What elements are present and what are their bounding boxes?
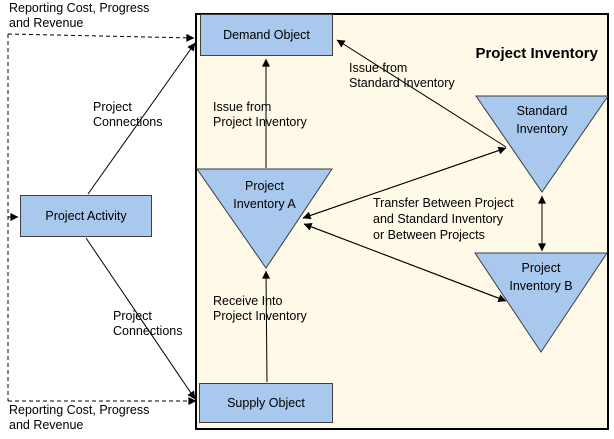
receive-into-project-inventory-label: Receive Into Project Inventory — [213, 294, 307, 324]
reporting-top-label: Reporting Cost, Progress and Revenue — [9, 1, 149, 31]
issue-si-line2: Standard Inventory — [349, 76, 455, 90]
reporting-bottom-line2: and Revenue — [9, 418, 84, 432]
supply-object-label: Supply Object — [227, 396, 305, 410]
connections-top-line1: Project — [93, 100, 132, 114]
project-inventory-b-line2: Inventory B — [509, 279, 573, 293]
issue-from-project-inventory-label: Issue from Project Inventory — [213, 100, 307, 130]
reporting-top-line1: Reporting Cost, Progress — [9, 1, 150, 15]
transfer-line2: and Standard Inventory — [373, 212, 503, 226]
standard-inventory-line2: Inventory — [516, 122, 568, 136]
project-activity-node: Project Activity — [20, 195, 152, 237]
connections-bottom-line2: Connections — [113, 324, 183, 338]
project-activity-label: Project Activity — [45, 209, 127, 223]
project-inventory-a-line1: Project — [245, 179, 284, 193]
issue-pi-line1: Issue from — [213, 100, 272, 114]
project-inventory-a-label: Project Inventory A — [197, 177, 332, 213]
receive-line2: Project Inventory — [213, 309, 307, 323]
demand-object-label: Demand Object — [223, 28, 310, 42]
project-inventory-b-line1: Project — [521, 261, 561, 275]
project-connections-bottom-label: Project Connections — [113, 309, 183, 339]
project-inventory-b-label: Project Inventory B — [475, 259, 607, 295]
supply-object-node: Supply Object — [199, 383, 333, 423]
project-connections-top-label: Project Connections — [93, 100, 163, 130]
dashed-reporting-top-line — [7, 33, 195, 42]
receive-line1: Receive Into — [213, 294, 283, 308]
issue-si-line1: Issue from — [349, 61, 408, 75]
connections-top-line2: Connections — [93, 115, 163, 129]
reporting-bottom-label: Reporting Cost, Progress and Revenue — [9, 403, 149, 433]
standard-inventory-label: Standard Inventory — [476, 102, 608, 138]
region-title: Project Inventory — [475, 45, 598, 62]
demand-object-node: Demand Object — [200, 14, 333, 56]
standard-inventory-line1: Standard — [516, 104, 568, 118]
project-inventory-a-line2: Inventory A — [233, 197, 296, 211]
reporting-bottom-line1: Reporting Cost, Progress — [9, 403, 150, 417]
transfer-line1: Transfer Between Project — [373, 196, 514, 210]
reporting-top-line2: and Revenue — [9, 16, 84, 30]
connections-bottom-line1: Project — [113, 309, 152, 323]
issue-pi-line2: Project Inventory — [213, 115, 307, 129]
transfer-line3: or Between Projects — [373, 228, 485, 242]
transfer-label: Transfer Between Project and Standard In… — [373, 195, 514, 243]
issue-from-standard-inventory-label: Issue from Standard Inventory — [349, 61, 455, 91]
